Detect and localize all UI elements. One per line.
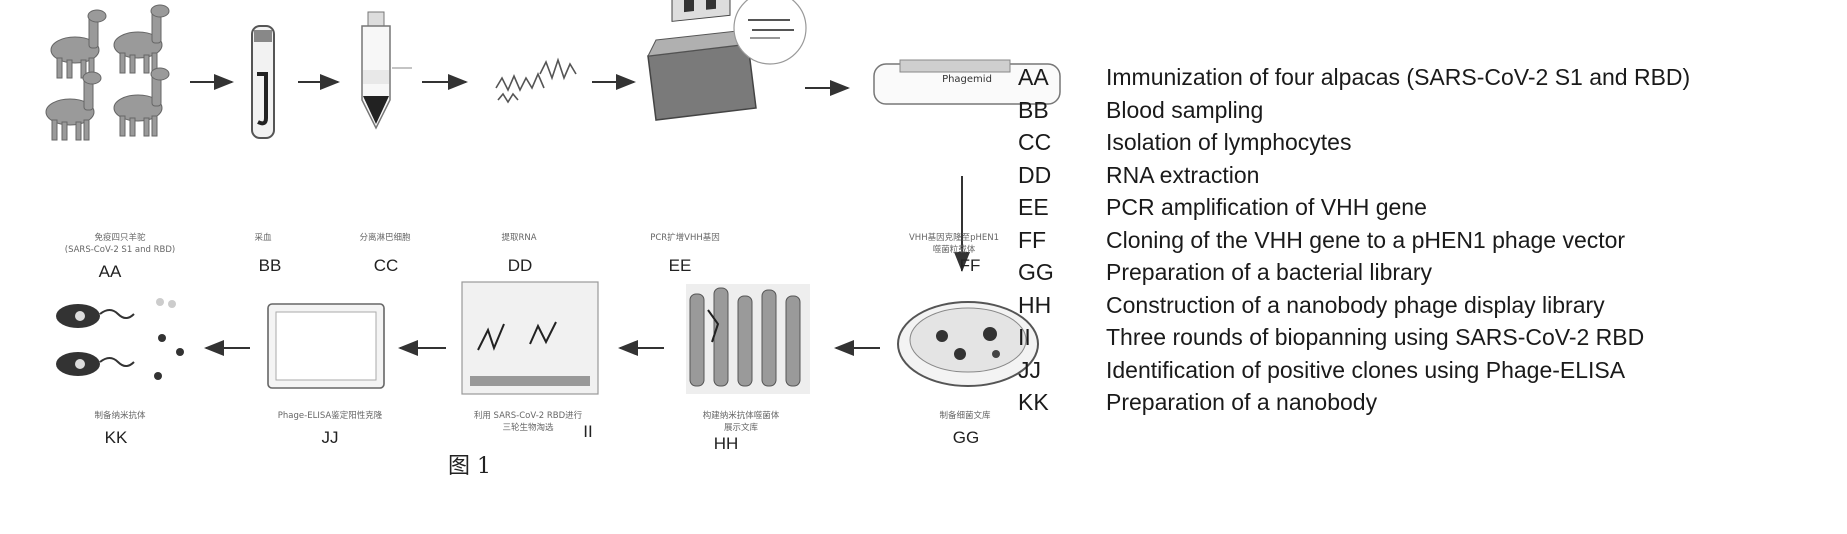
step-code-kk: KK <box>96 428 136 448</box>
legend-description: Isolation of lymphocytes <box>1106 129 1351 156</box>
step-code-bb: BB <box>250 256 290 276</box>
legend-code: JJ <box>1018 357 1041 384</box>
rna-illustration <box>496 60 576 102</box>
phage-library-illustration <box>686 284 810 394</box>
plasmid-label: Phagemid <box>930 74 1004 86</box>
centrifuge-tube-illustration <box>362 12 412 128</box>
caption-cn-dd: 提取RNA <box>484 232 554 244</box>
legend-description: Immunization of four alpacas (SARS-CoV-2… <box>1106 64 1690 91</box>
figure-label: 图 1 <box>448 448 491 480</box>
step-code-jj: JJ <box>310 428 350 448</box>
legend-description: Identification of positive clones using … <box>1106 357 1625 384</box>
gel-inset-illustration <box>734 0 806 64</box>
step-code-ee: EE <box>660 256 700 276</box>
legend-description: RNA extraction <box>1106 162 1259 189</box>
legend-code: CC <box>1018 129 1051 156</box>
legend-code: II <box>1018 324 1031 351</box>
legend-code: HH <box>1018 292 1051 319</box>
step-code-gg: GG <box>946 428 986 448</box>
caption-cn-ii: 利用 SARS-CoV-2 RBD进行 <box>448 410 608 422</box>
caption-en-aa: (SARS-CoV-2 S1 and RBD) <box>40 244 200 256</box>
caption-cn-jj: Phage-ELISA鉴定阳性克隆 <box>250 410 410 422</box>
legend-description: Cloning of the VHH gene to a pHEN1 phage… <box>1106 227 1625 254</box>
legend-description: Three rounds of biopanning using SARS-Co… <box>1106 324 1644 351</box>
caption-cn-cc: 分离淋巴细胞 <box>340 232 430 244</box>
step-code-hh: HH <box>706 434 746 454</box>
legend-code: DD <box>1018 162 1051 189</box>
caption-cn-ee: PCR扩增VHH基因 <box>630 232 740 244</box>
caption-cn-aa: 免疫四只羊驼 <box>60 232 180 244</box>
step-code-dd: DD <box>500 256 540 276</box>
elisa-plate-illustration <box>268 304 384 388</box>
step-code-ff: FF <box>950 256 990 276</box>
caption-cn-gg: 制备细菌文库 <box>910 410 1020 422</box>
legend-code: EE <box>1018 194 1049 221</box>
nanobody-illustration <box>56 298 184 380</box>
legend-code: KK <box>1018 389 1049 416</box>
legend-code: AA <box>1018 64 1049 91</box>
caption-cn-ff: VHH基因克隆至pHEN1 <box>874 232 1034 244</box>
legend-description: Blood sampling <box>1106 97 1263 124</box>
caption-cn-kk: 制备纳米抗体 <box>60 410 180 422</box>
legend-description: Preparation of a bacterial library <box>1106 259 1432 286</box>
step-code-cc: CC <box>366 256 406 276</box>
step-code-ii: II <box>568 422 608 442</box>
caption-cn-hh: 构建纳米抗体噬菌体 <box>676 410 806 422</box>
step-code-aa: AA <box>90 262 130 282</box>
biopanning-illustration <box>462 282 598 394</box>
caption-cn-hh-2: 展示文库 <box>676 422 806 434</box>
legend-description: Preparation of a nanobody <box>1106 389 1377 416</box>
petri-dish-illustration <box>898 302 1038 386</box>
legend-description: Construction of a nanobody phage display… <box>1106 292 1605 319</box>
legend-code: BB <box>1018 97 1049 124</box>
legend-description: PCR amplification of VHH gene <box>1106 194 1427 221</box>
legend-code: FF <box>1018 227 1046 254</box>
caption-cn-ff-2: 噬菌粒载体 <box>874 244 1034 256</box>
blood-tube-illustration <box>252 26 274 138</box>
alpacas-illustration <box>46 5 169 140</box>
caption-cn-bb: 采血 <box>238 232 288 244</box>
legend-code: GG <box>1018 259 1054 286</box>
